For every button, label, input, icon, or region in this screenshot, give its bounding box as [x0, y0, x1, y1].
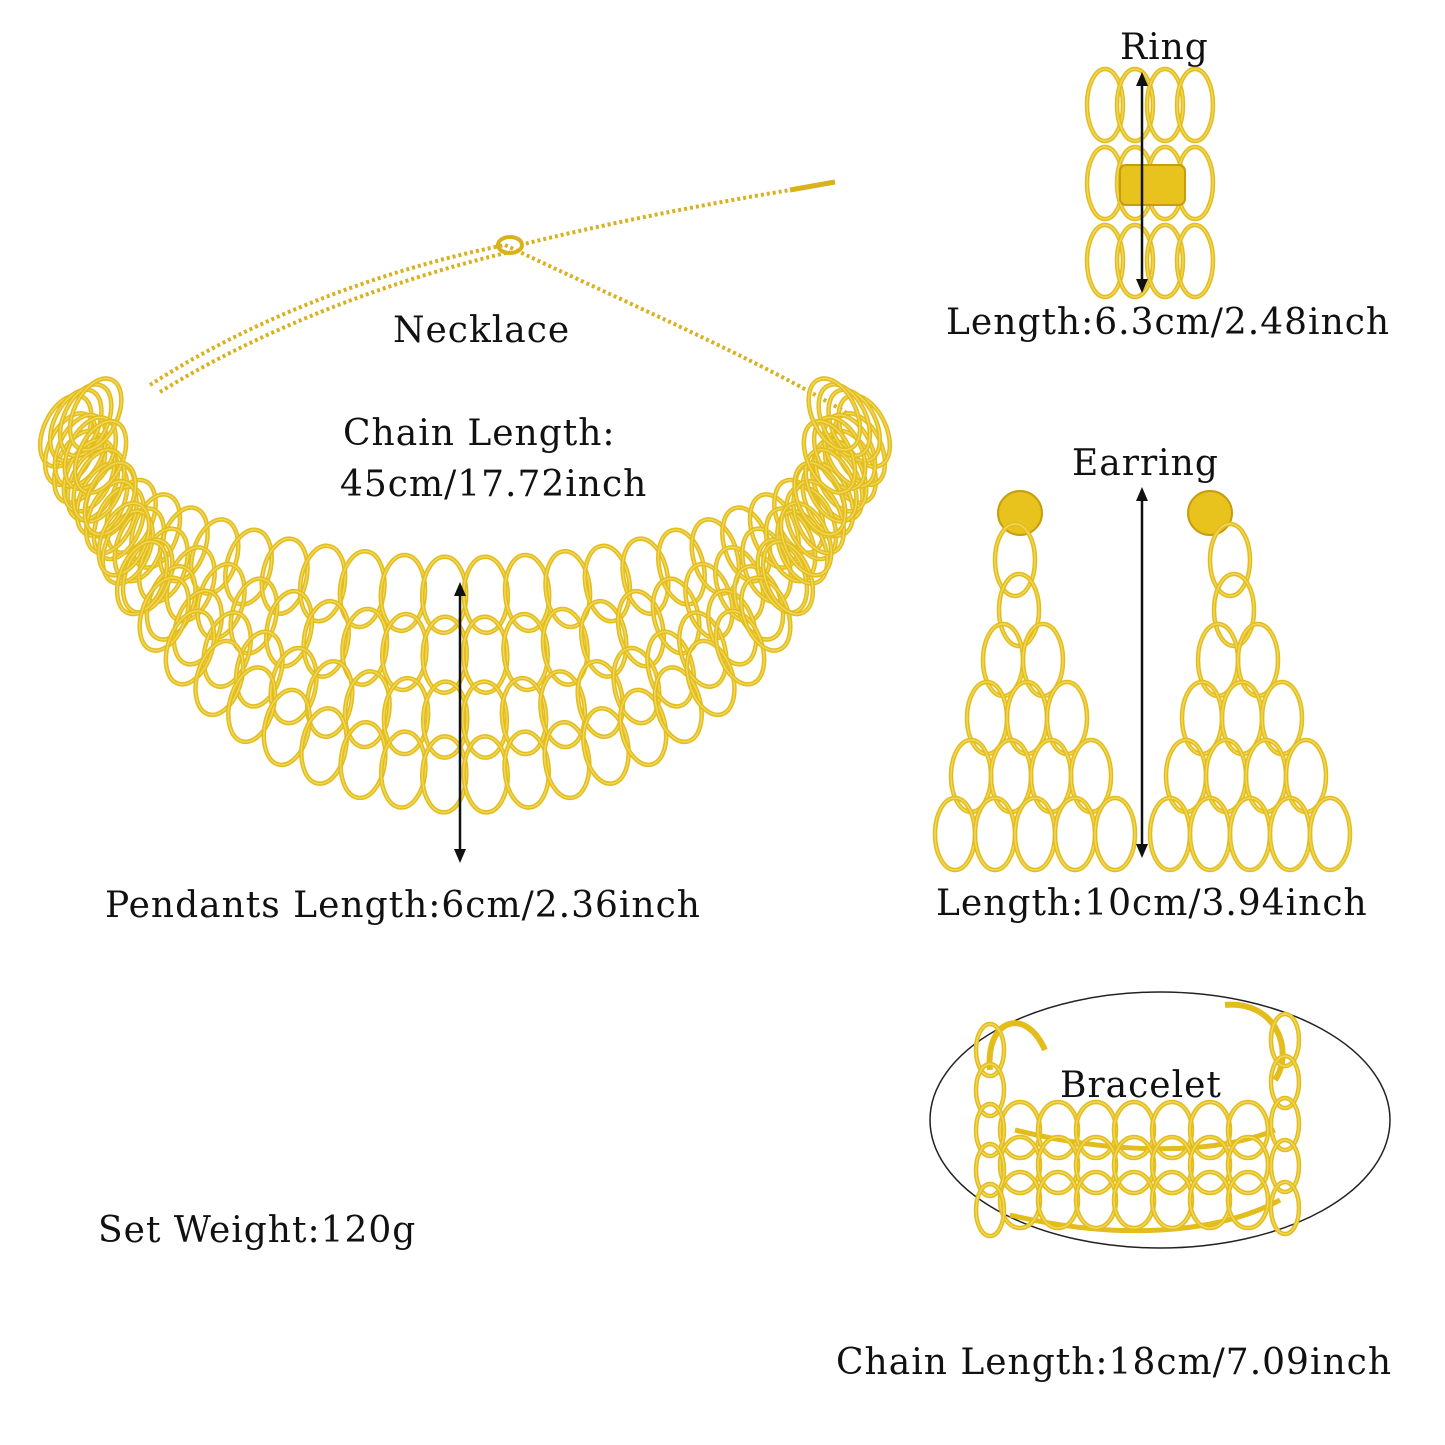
necklace-chain-length-label: Chain Length:	[343, 413, 616, 454]
ring-length: Length:6.3cm/2.48inch	[946, 302, 1391, 343]
necklace-pendant-arrow	[454, 582, 466, 863]
bracelet-image	[929, 991, 1391, 1249]
earring-image-left	[932, 490, 1138, 873]
bracelet-chain-length: Chain Length:18cm/7.09inch	[836, 1342, 1392, 1383]
set-weight: Set Weight:120g	[98, 1210, 417, 1251]
earring-title: Earring	[1072, 443, 1219, 484]
necklace-pendants-length: Pendants Length:6cm/2.36inch	[105, 885, 701, 926]
earring-length-arrow	[1136, 487, 1148, 858]
ring-title: Ring	[1120, 27, 1209, 68]
earring-length: Length:10cm/3.94inch	[936, 883, 1368, 924]
earring-image-right	[1147, 490, 1353, 873]
ring-length-arrow	[1136, 72, 1148, 293]
ring-image	[1084, 66, 1216, 300]
bracelet-title: Bracelet	[1060, 1065, 1222, 1106]
necklace-image	[37, 179, 893, 815]
necklace-chain-length-value: 45cm/17.72inch	[340, 464, 648, 505]
necklace-title: Necklace	[393, 310, 571, 351]
